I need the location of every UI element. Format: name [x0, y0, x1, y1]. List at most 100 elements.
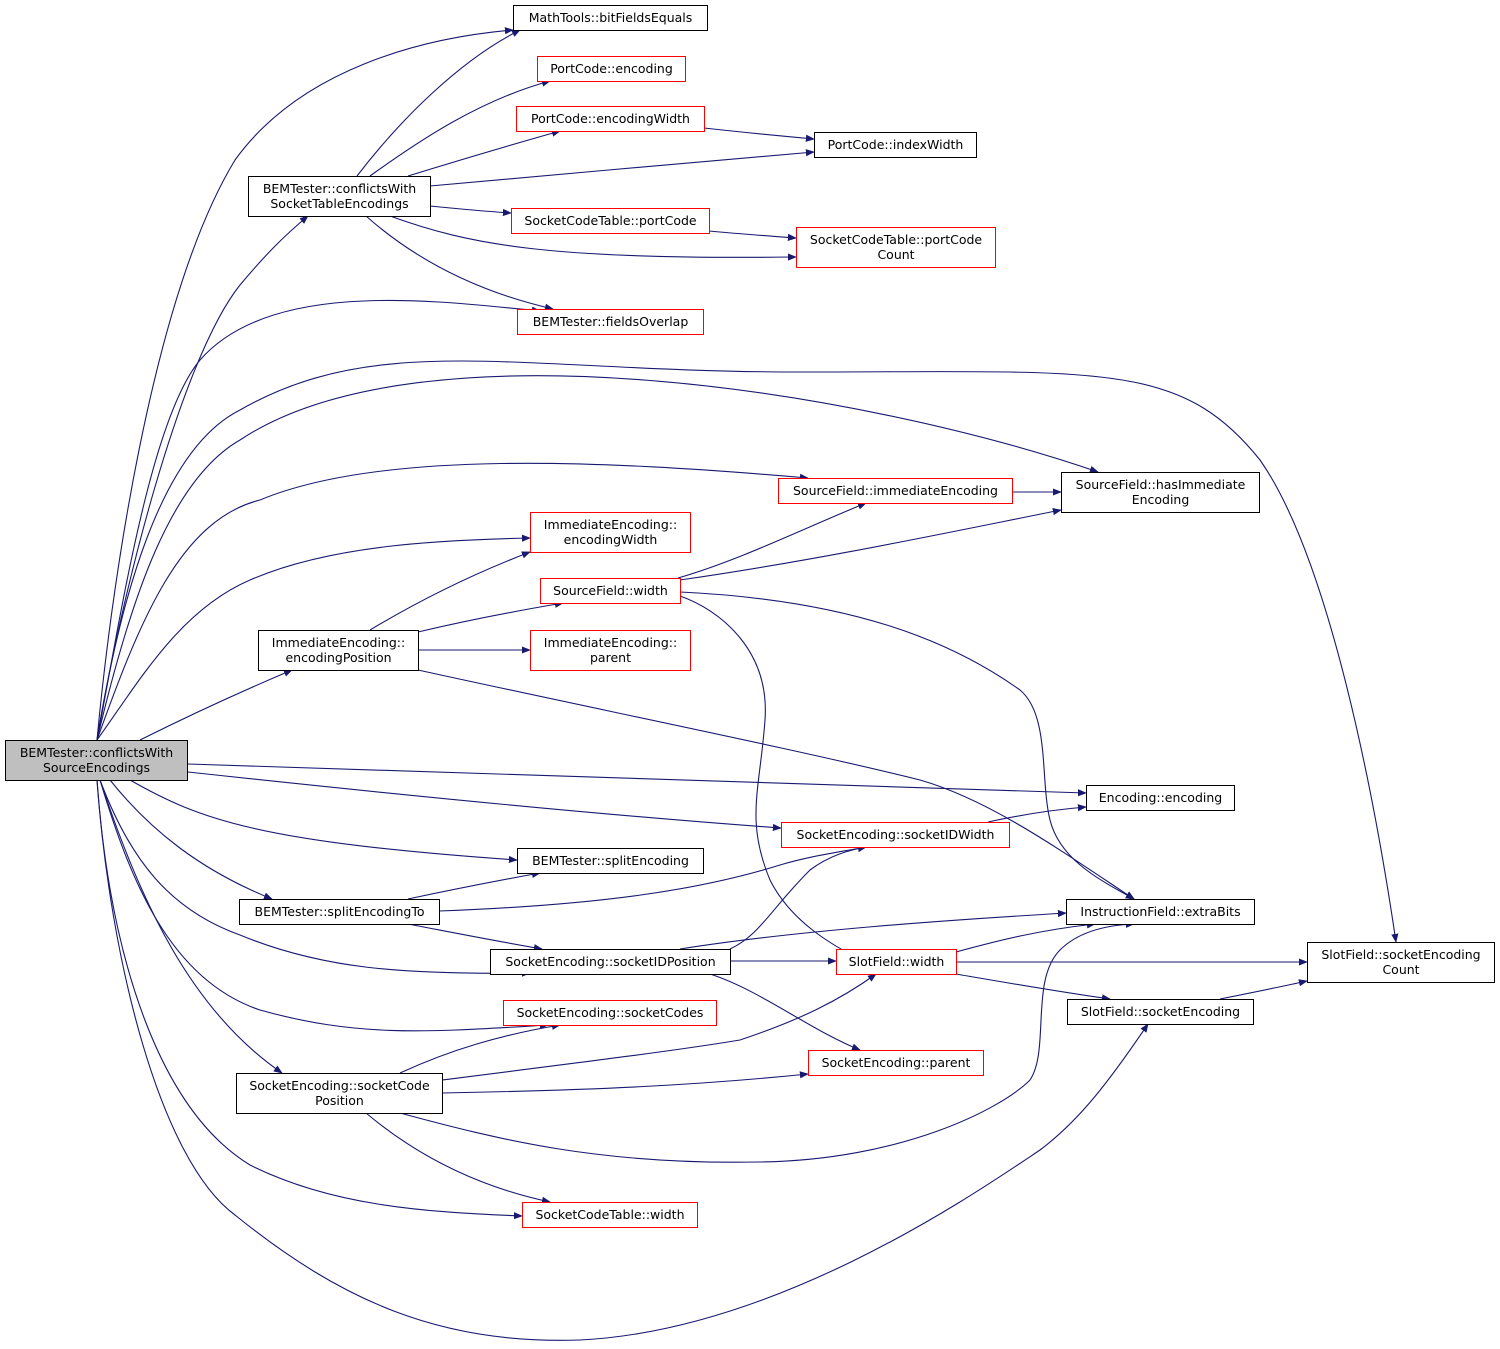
node-ieEncodingPosition[interactable]: ImmediateEncoding::encodingPosition [258, 630, 419, 671]
node-label: SocketEncoding::socketIDPosition [505, 954, 715, 969]
call-arrow [96, 462, 809, 741]
node-label: Position [315, 1093, 364, 1108]
node-slotWidth[interactable]: SlotField::width [836, 949, 957, 975]
node-box [796, 227, 996, 268]
node-pcEncodingWidth[interactable]: PortCode::encodingWidth [516, 106, 705, 132]
call-arrow [96, 299, 541, 741]
node-pcEncoding[interactable]: PortCode::encoding [537, 56, 686, 82]
node-label: Encoding [1132, 492, 1190, 507]
node-label: PortCode::encoding [550, 61, 673, 76]
call-arrow [407, 923, 543, 952]
node-box [517, 848, 704, 874]
edge-root-to-seSocketIDPosition [99, 779, 531, 977]
call-arrow [356, 29, 521, 177]
call-arrow [99, 779, 283, 1074]
node-sctWidth[interactable]: SocketCodeTable::width [522, 1202, 698, 1228]
call-arrow [365, 215, 554, 311]
node-sfWidth[interactable]: SourceField::width [540, 578, 681, 604]
node-label: encodingWidth [564, 532, 658, 547]
call-arrow [389, 215, 797, 261]
node-label: BEMTester::conflictsWith [20, 745, 173, 760]
node-splitEncoding[interactable]: BEMTester::splitEncoding [517, 848, 704, 874]
node-slotSocketEncoding[interactable]: SlotField::socketEncoding [1067, 999, 1254, 1025]
edge-conflictsSocketTable-to-bitFieldsEquals [356, 29, 521, 177]
call-arrow [429, 149, 815, 187]
node-box [530, 630, 691, 671]
node-box [490, 949, 731, 975]
edge-conflictsSocketTable-to-pcEncodingWidth [407, 129, 561, 177]
node-seSocketCodes[interactable]: SocketEncoding::socketCodes [503, 1000, 717, 1026]
node-seParent[interactable]: SocketEncoding::parent [808, 1050, 984, 1076]
node-conflictsSocketTable[interactable]: BEMTester::conflictsWithSocketTableEncod… [248, 176, 431, 217]
call-arrow [139, 669, 293, 741]
edge-root-to-ieEncodingPosition [139, 669, 293, 741]
node-box [239, 899, 440, 925]
node-encEncoding[interactable]: Encoding::encoding [1086, 785, 1235, 811]
edge-seSocketCodePosition-to-seParent [441, 1071, 809, 1094]
call-arrow [987, 804, 1087, 823]
node-label: parent [590, 650, 631, 665]
edge-slotWidth-to-slotSocketEncoding [955, 973, 1111, 1002]
node-label: SocketEncoding::socketCode [249, 1078, 430, 1093]
edge-slotWidth-to-ifExtraBits [955, 921, 1096, 953]
call-arrow [679, 909, 1067, 950]
node-ifExtraBits[interactable]: InstructionField::extraBits [1066, 899, 1255, 925]
call-arrow [438, 844, 867, 912]
edge-ieEncodingPosition-to-sfWidth [417, 600, 564, 633]
call-arrow [417, 669, 1135, 900]
edge-seSocketIDPosition-to-ifExtraBits [679, 909, 1067, 950]
call-arrow [96, 27, 514, 741]
edge-root-to-slotSocketEncodingCount [96, 360, 1399, 943]
edge-seSocketIDPosition-to-seSocketIDWidth [729, 844, 867, 950]
call-arrow [729, 844, 867, 950]
call-arrow [703, 127, 815, 142]
node-box [530, 512, 691, 553]
edge-conflictsSocketTable-to-fieldsOverlap [365, 215, 554, 311]
node-box [540, 578, 681, 604]
node-ieEncodingWidth[interactable]: ImmediateEncoding::encodingWidth [530, 512, 691, 553]
node-seSocketIDPosition[interactable]: SocketEncoding::socketIDPosition [490, 949, 731, 975]
node-box [781, 822, 1010, 848]
node-sctPortCode[interactable]: SocketCodeTable::portCode [511, 208, 710, 234]
node-box [513, 5, 708, 31]
node-label: SocketEncoding::parent [822, 1055, 971, 1070]
node-box [5, 740, 188, 781]
node-label: Count [877, 247, 914, 262]
call-arrow [1219, 979, 1308, 1000]
node-label: ImmediateEncoding:: [544, 635, 677, 650]
edge-conflictsSocketTable-to-sctPortCodeCount [389, 215, 797, 261]
edge-pcEncodingWidth-to-pcIndexWidth [703, 127, 815, 142]
node-label: ImmediateEncoding:: [544, 517, 677, 532]
node-label: SocketTableEncodings [270, 196, 408, 211]
node-ieParent[interactable]: ImmediateEncoding::parent [530, 630, 691, 671]
node-label: Encoding::encoding [1099, 790, 1222, 805]
edge-splitEncodingTo-to-seSocketIDPosition [407, 923, 543, 952]
node-label: SocketCodeTable::width [535, 1207, 684, 1222]
node-bitFieldsEquals[interactable]: MathTools::bitFieldsEquals [513, 5, 708, 31]
node-sfImmediateEncoding[interactable]: SourceField::immediateEncoding [778, 478, 1013, 504]
edge-seSocketIDWidth-to-encEncoding [987, 804, 1087, 823]
call-arrow [99, 779, 549, 1032]
call-arrow [679, 595, 867, 963]
node-label: SocketCodeTable::portCode [810, 232, 983, 247]
node-splitEncodingTo[interactable]: BEMTester::splitEncodingTo [239, 899, 440, 925]
node-seSocketIDWidth[interactable]: SocketEncoding::socketIDWidth [781, 822, 1010, 848]
node-box [814, 132, 977, 158]
edge-root-to-splitEncoding [129, 779, 518, 864]
call-arrow [96, 779, 523, 1220]
function-nodes: BEMTester::conflictsWithSourceEncodingsM… [5, 5, 1495, 1228]
node-fieldsOverlap[interactable]: BEMTester::fieldsOverlap [517, 309, 704, 335]
call-arrow [955, 973, 1111, 1002]
node-pcIndexWidth[interactable]: PortCode::indexWidth [814, 132, 977, 158]
node-box [522, 1202, 698, 1228]
node-label: SocketEncoding::socketCodes [517, 1005, 704, 1020]
node-box [1307, 942, 1495, 983]
edge-sfWidth-to-ifExtraBits [679, 591, 1135, 900]
call-arrow [399, 920, 1135, 1163]
node-box [248, 176, 431, 217]
